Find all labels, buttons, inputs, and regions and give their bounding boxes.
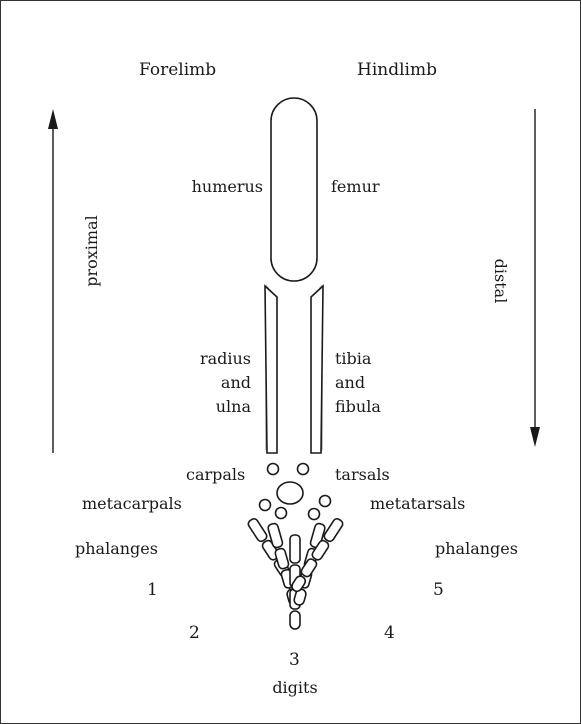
- radius-ulna-bones: [265, 284, 323, 453]
- distal-arrow: [530, 109, 540, 447]
- digits-label: digits: [272, 678, 317, 697]
- digit-number-4: 4: [384, 623, 395, 643]
- digit-number-2: 2: [189, 623, 200, 643]
- humerus-femur-bone: [271, 98, 317, 281]
- carpals-label: carpals: [186, 465, 245, 484]
- radius-and-label: and: [221, 373, 251, 392]
- tarsals-label: tarsals: [335, 465, 390, 484]
- hindlimb-header: Hindlimb: [357, 60, 437, 80]
- tibia-label: tibia: [335, 349, 372, 368]
- distal-label: distal: [491, 259, 510, 304]
- digit-number-1: 1: [147, 580, 158, 600]
- proximal-label: proximal: [82, 215, 101, 287]
- digit-number-5: 5: [433, 580, 444, 600]
- proximal-arrow: [48, 109, 58, 453]
- tibia-and-label: and: [335, 373, 365, 392]
- ulna-label: ulna: [216, 397, 252, 416]
- metacarpals-label: metacarpals: [82, 494, 182, 513]
- metatarsals-label: metatarsals: [370, 494, 465, 513]
- phalanges-right-label: phalanges: [435, 539, 518, 558]
- phalanges-left-label: phalanges: [75, 539, 158, 558]
- carpal-bones: [260, 464, 331, 520]
- fibula-label: fibula: [335, 397, 381, 416]
- forelimb-header: Forelimb: [139, 60, 216, 80]
- digit-number-3: 3: [289, 650, 300, 670]
- femur-label: femur: [331, 177, 380, 196]
- radius-label: radius: [200, 349, 251, 368]
- humerus-label: humerus: [192, 177, 263, 196]
